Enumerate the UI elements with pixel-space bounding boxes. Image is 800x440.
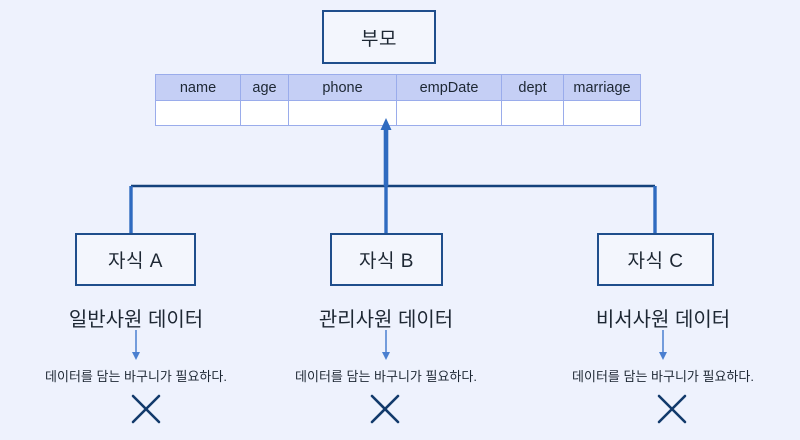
attribute-cell-phone[interactable] bbox=[288, 100, 397, 126]
child-node-box-c[interactable]: 자식 C bbox=[597, 233, 714, 286]
child-note-a: 데이터를 담는 바구니가 필요하다. bbox=[45, 369, 227, 384]
child-node-box-a[interactable]: 자식 A bbox=[75, 233, 196, 286]
attribute-cell-age[interactable] bbox=[240, 100, 289, 126]
table-row bbox=[155, 100, 641, 126]
attribute-header-dept: dept bbox=[501, 74, 564, 101]
child-node-box-b[interactable]: 자식 B bbox=[330, 233, 443, 286]
parent-attribute-table: name age phone empDate dept marriage bbox=[155, 74, 641, 126]
parent-node-label: 부모 bbox=[361, 28, 397, 50]
attribute-header-empdate: empDate bbox=[396, 74, 502, 101]
attribute-header-name: name bbox=[155, 74, 241, 101]
child-note-b: 데이터를 담는 바구니가 필요하다. bbox=[295, 369, 477, 384]
down-arrow-icon-b bbox=[382, 330, 390, 360]
attribute-header-marriage: marriage bbox=[563, 74, 641, 101]
x-mark-icon-c bbox=[657, 394, 687, 424]
attribute-header-phone: phone bbox=[288, 74, 397, 101]
child-data-label-a: 일반사원 데이터 bbox=[68, 309, 204, 331]
down-arrow-icon-a bbox=[132, 330, 140, 360]
child-node-label-a: 자식 A bbox=[108, 251, 163, 272]
child-node-label-b: 자식 B bbox=[359, 251, 414, 272]
x-mark-icon-b bbox=[370, 394, 400, 424]
attribute-header-row: name age phone empDate dept marriage bbox=[155, 74, 641, 101]
attribute-cell-dept[interactable] bbox=[501, 100, 564, 126]
child-note-c: 데이터를 담는 바구니가 필요하다. bbox=[572, 369, 754, 384]
attribute-cell-marriage[interactable] bbox=[563, 100, 641, 126]
parent-node-box[interactable]: 부모 bbox=[322, 10, 436, 64]
child-data-label-b: 관리사원 데이터 bbox=[318, 309, 454, 331]
attribute-header-age: age bbox=[240, 74, 289, 101]
child-node-label-c: 자식 C bbox=[627, 251, 684, 272]
child-data-label-c: 비서사원 데이터 bbox=[595, 309, 731, 331]
attribute-cell-empdate[interactable] bbox=[396, 100, 502, 126]
down-arrow-icon-c bbox=[659, 330, 667, 360]
x-mark-icon-a bbox=[131, 394, 161, 424]
attribute-cell-name[interactable] bbox=[155, 100, 241, 126]
